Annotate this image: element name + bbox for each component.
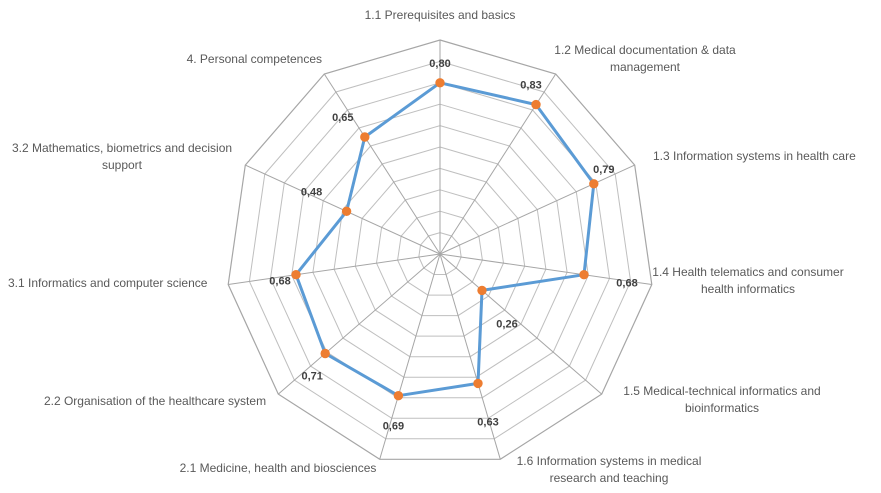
category-label-line: health informatics xyxy=(701,282,795,296)
grid-ring xyxy=(354,167,526,337)
category-label: 1.2 Medical documentation & data manageme… xyxy=(554,43,736,74)
category-label: 2.1 Medicine, health and biosciences xyxy=(180,461,377,475)
axis-spoke xyxy=(439,253,501,460)
data-value-label: 0,83 xyxy=(520,80,541,92)
grid-ring xyxy=(312,125,568,378)
data-value-label: 0,63 xyxy=(477,416,498,428)
data-value-label: 0,80 xyxy=(429,58,450,70)
data-point-marker xyxy=(473,378,483,389)
data-value-label: 0,71 xyxy=(301,371,322,383)
category-label-line: 1.5 Medical-technical informatics and xyxy=(623,384,820,398)
axis-spoke xyxy=(277,253,441,395)
data-point-marker xyxy=(393,391,404,401)
data-value-label: 0,68 xyxy=(616,278,637,290)
grid-ring xyxy=(248,60,632,440)
axis-spoke xyxy=(379,253,441,460)
category-label-line: 1.4 Health telematics and consumer xyxy=(652,265,843,279)
grid-ring xyxy=(375,189,505,317)
data-point-marker xyxy=(341,206,352,217)
axis-spoke xyxy=(228,253,441,285)
grid-layer xyxy=(227,39,653,460)
data-value-label: 0,65 xyxy=(332,112,353,124)
data-value-label: 0,26 xyxy=(496,318,517,330)
data-point-marker xyxy=(579,270,589,280)
category-label: 1.3 Information systems in health care xyxy=(653,149,856,163)
grid-ring xyxy=(291,103,589,399)
grid-ring xyxy=(418,232,462,275)
category-label-line: 3.1 Informatics and computer science xyxy=(8,276,208,290)
category-label: 2.2 Organisation of the healthcare syste… xyxy=(44,394,266,408)
data-point-marker xyxy=(435,78,445,88)
category-label-line: 1.3 Information systems in health care xyxy=(653,149,856,163)
axis-label-layer: 1.1 Prerequisites and basics 1.2 Medical … xyxy=(8,8,856,485)
axis-spoke xyxy=(439,164,635,255)
category-label: 3.1 Informatics and computer science xyxy=(8,276,208,290)
data-point-marker xyxy=(589,179,599,189)
data-point-marker xyxy=(477,285,487,296)
data-point-marker xyxy=(291,270,301,280)
category-label-line: 1.2 Medical documentation & data xyxy=(554,43,736,57)
category-label: 4. Personal competences xyxy=(187,52,322,66)
axis-spoke xyxy=(439,253,652,285)
value-label-layer: 0,80 0,83 0,79 0,68 0,26 0,63 0,69 0,71 0,68 0,48… xyxy=(269,58,637,433)
data-value-label: 0,68 xyxy=(269,276,290,288)
data-value-label: 0,69 xyxy=(383,421,404,433)
category-label-line: bioinformatics xyxy=(685,401,759,415)
category-label-line: support xyxy=(102,158,143,172)
axis-spoke xyxy=(323,73,441,255)
category-label-line: 2.2 Organisation of the healthcare syste… xyxy=(44,394,266,408)
series-layer xyxy=(291,78,599,401)
category-label-line: 4. Personal competences xyxy=(187,52,322,66)
axis-spoke xyxy=(439,253,603,395)
category-label: 1.4 Health telematics and consumer health… xyxy=(652,265,843,296)
category-label-line: 2.1 Medicine, health and biosciences xyxy=(180,461,377,475)
category-label-line: 1.6 Information systems in medical xyxy=(517,454,702,468)
category-label: 1.5 Medical-technical informatics and bio… xyxy=(623,384,820,415)
category-label: 1.1 Prerequisites and basics xyxy=(365,8,516,22)
series-line xyxy=(294,81,596,398)
category-label-line: research and teaching xyxy=(550,471,669,485)
category-label-line: management xyxy=(610,60,681,74)
data-value-label: 0,48 xyxy=(301,186,322,198)
data-point-marker xyxy=(531,99,541,110)
grid-ring xyxy=(227,39,653,460)
data-point-marker xyxy=(360,132,370,142)
category-label: 1.6 Information systems in medical resear… xyxy=(517,454,702,485)
grid-ring xyxy=(397,210,483,296)
data-point-marker xyxy=(320,348,330,359)
data-value-label: 0,79 xyxy=(593,164,614,176)
category-label: 3.2 Mathematics, biometrics and decision… xyxy=(12,141,232,172)
category-label-line: 3.2 Mathematics, biometrics and decision xyxy=(12,141,232,155)
category-label-line: 1.1 Prerequisites and basics xyxy=(365,8,516,22)
